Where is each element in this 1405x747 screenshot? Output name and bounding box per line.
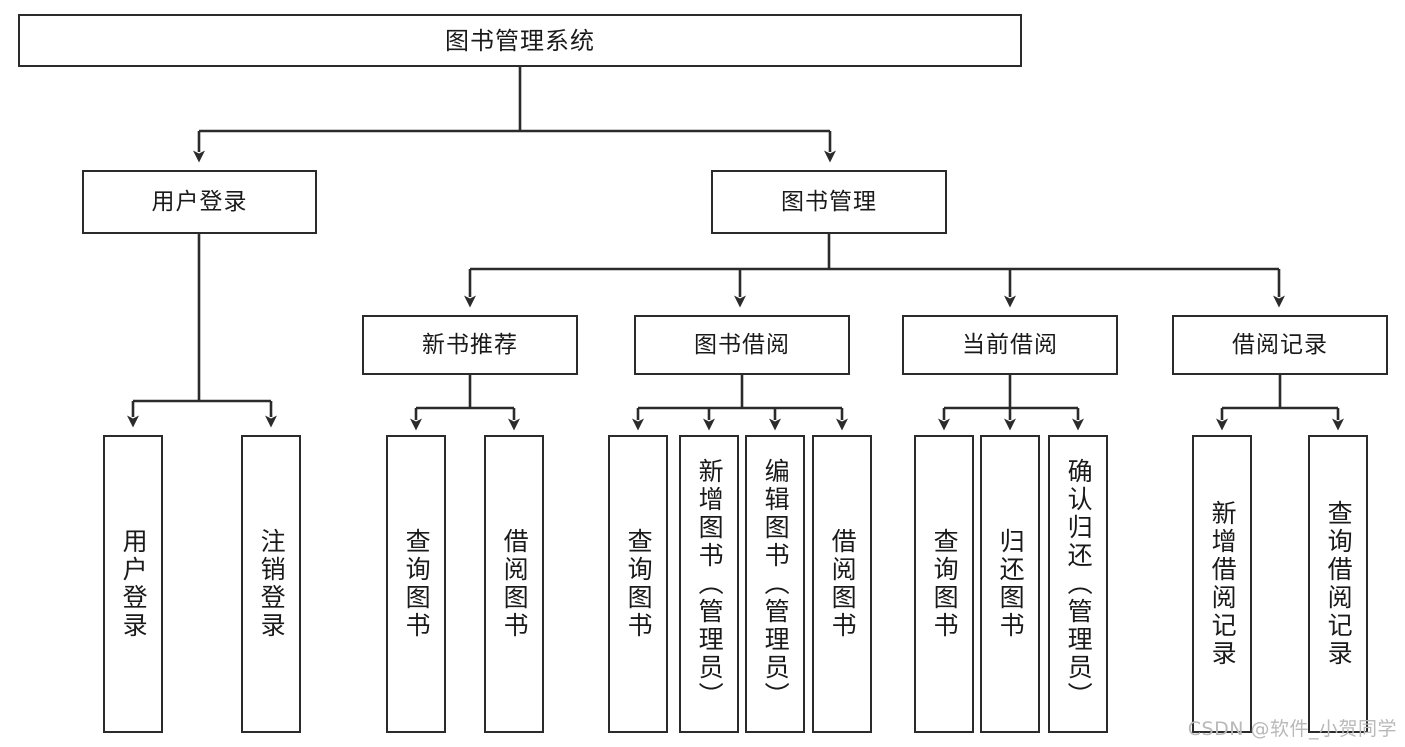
node-leaf-query-book-1[interactable]: 查询图书 xyxy=(386,435,446,733)
node-leaf-add-record-label: 新增借阅记录 xyxy=(1208,500,1238,668)
node-leaf-return-book[interactable]: 归还图书 xyxy=(980,435,1040,733)
node-borrow-record[interactable]: 借阅记录 xyxy=(1172,315,1388,375)
node-leaf-edit-book[interactable]: 编辑图书（管理员） xyxy=(745,435,805,733)
node-leaf-add-book[interactable]: 新增图书（管理员） xyxy=(679,435,739,733)
node-book-borrow[interactable]: 图书借阅 xyxy=(634,315,850,375)
node-leaf-user-login-label: 用户登录 xyxy=(119,528,149,640)
node-leaf-query-book-1-label: 查询图书 xyxy=(402,528,432,640)
node-new-book-recommend[interactable]: 新书推荐 xyxy=(362,315,578,375)
node-current-borrow-label: 当前借阅 xyxy=(962,331,1058,358)
node-current-borrow[interactable]: 当前借阅 xyxy=(902,315,1118,375)
node-leaf-borrow-book-1[interactable]: 借阅图书 xyxy=(484,435,544,733)
node-book-management-label: 图书管理 xyxy=(781,188,877,215)
node-user-login[interactable]: 用户登录 xyxy=(82,170,317,234)
node-leaf-query-record[interactable]: 查询借阅记录 xyxy=(1308,435,1368,733)
node-borrow-record-label: 借阅记录 xyxy=(1232,331,1328,358)
node-leaf-edit-book-label: 编辑图书（管理员） xyxy=(761,458,791,710)
watermark: CSDN @软件_小贺同学 xyxy=(1187,718,1397,740)
node-leaf-logout[interactable]: 注销登录 xyxy=(241,435,301,733)
node-root-label: 图书管理系统 xyxy=(445,26,595,55)
node-leaf-confirm-return[interactable]: 确认归还（管理员） xyxy=(1048,435,1108,733)
node-leaf-user-login[interactable]: 用户登录 xyxy=(103,435,163,733)
node-leaf-add-record[interactable]: 新增借阅记录 xyxy=(1192,435,1252,733)
node-leaf-return-book-label: 归还图书 xyxy=(996,528,1026,640)
node-leaf-borrow-book-2[interactable]: 借阅图书 xyxy=(812,435,872,733)
node-leaf-query-book-2[interactable]: 查询图书 xyxy=(608,435,668,733)
node-book-management[interactable]: 图书管理 xyxy=(711,170,947,234)
node-root[interactable]: 图书管理系统 xyxy=(18,14,1022,67)
node-book-borrow-label: 图书借阅 xyxy=(694,331,790,358)
node-leaf-borrow-book-2-label: 借阅图书 xyxy=(828,528,858,640)
node-leaf-query-book-2-label: 查询图书 xyxy=(624,528,654,640)
node-leaf-query-book-3[interactable]: 查询图书 xyxy=(914,435,974,733)
node-new-book-recommend-label: 新书推荐 xyxy=(422,331,518,358)
node-user-login-label: 用户登录 xyxy=(151,188,248,215)
node-leaf-logout-label: 注销登录 xyxy=(257,528,287,640)
node-leaf-add-book-label: 新增图书（管理员） xyxy=(695,458,725,710)
node-leaf-borrow-book-1-label: 借阅图书 xyxy=(500,528,530,640)
node-leaf-query-book-3-label: 查询图书 xyxy=(930,528,960,640)
node-leaf-query-record-label: 查询借阅记录 xyxy=(1324,500,1354,668)
node-leaf-confirm-return-label: 确认归还（管理员） xyxy=(1064,458,1094,710)
